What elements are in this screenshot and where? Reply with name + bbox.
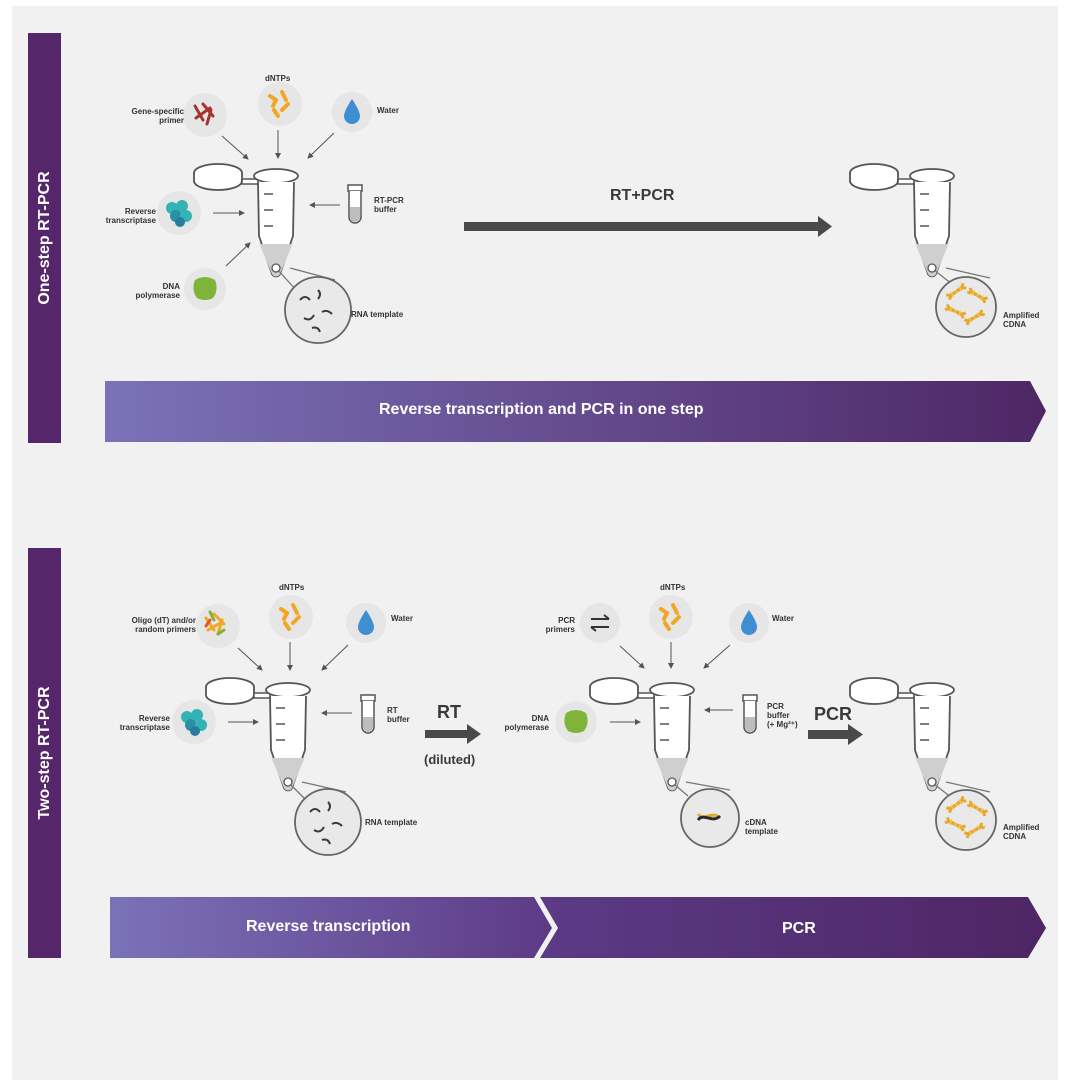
dntp-label: dNTPs [660,583,686,592]
cdna-helix-icon [935,789,997,851]
cdna-template-icon [680,788,740,848]
dntp-label: dNTPs [265,74,291,83]
dntp-icon [269,595,313,639]
two-step-section [110,595,1046,958]
equilibrium-arrows-icon [580,603,620,643]
buffer-tube-icon [360,694,376,734]
one-step-section [105,82,1046,442]
water-label: Water [391,614,413,623]
water-label: Water [772,614,794,623]
rt-pcr-process-arrow [464,216,832,237]
one-step-band [105,381,1046,442]
two-step-side-bar: Two-step RT-PCR [28,548,61,958]
pcr-band-label: PCR [782,920,816,937]
one-step-band-label: Reverse transcription and PCR in one ste… [379,401,704,418]
two-step-side-label: Two-step RT-PCR [35,686,53,820]
enzyme-icon [172,700,216,744]
water-drop-icon [346,603,386,643]
rt-band-label: Reverse transcription [246,918,411,935]
rna-strand-icon [284,276,352,344]
two-step-rt-tube [205,677,311,792]
rt-step-arrow [425,724,481,744]
pcr-step-label: PCR [814,704,853,724]
rna-strand-icon [294,788,362,856]
template-label: RNA template [351,310,404,319]
primer-icon [196,604,240,648]
dntp-icon [649,595,693,639]
water-drop-icon [332,92,372,132]
cdna-helix-icon [935,276,997,338]
two-step-pcr-tube [589,677,695,792]
pcr-step-arrow [808,724,863,745]
water-drop-icon [729,603,769,643]
two-step-product-tube [849,677,955,792]
polymerase-icon [555,701,597,743]
one-step-tube [193,163,299,278]
enzyme-icon [157,191,201,235]
one-step-product-tube [849,163,955,278]
polymerase-icon [184,268,226,310]
two-step-rt-band [110,897,552,958]
dntp-label: dNTPs [279,583,305,592]
primer-icon [183,93,227,137]
process-label: RT+PCR [610,187,675,204]
one-step-side-bar: One-step RT-PCR [28,33,61,443]
dntp-icon [258,82,302,126]
two-step-pcr-band [540,897,1046,958]
buffer-tube-icon [347,184,363,224]
pcr-tube-icon [742,694,758,734]
one-step-side-label: One-step RT-PCR [35,171,53,305]
template-label: RNA template [365,818,418,827]
rt-step-label: RT [437,702,461,722]
rt-step-sub-label: (diluted) [424,752,476,767]
water-label: Water [377,106,399,115]
